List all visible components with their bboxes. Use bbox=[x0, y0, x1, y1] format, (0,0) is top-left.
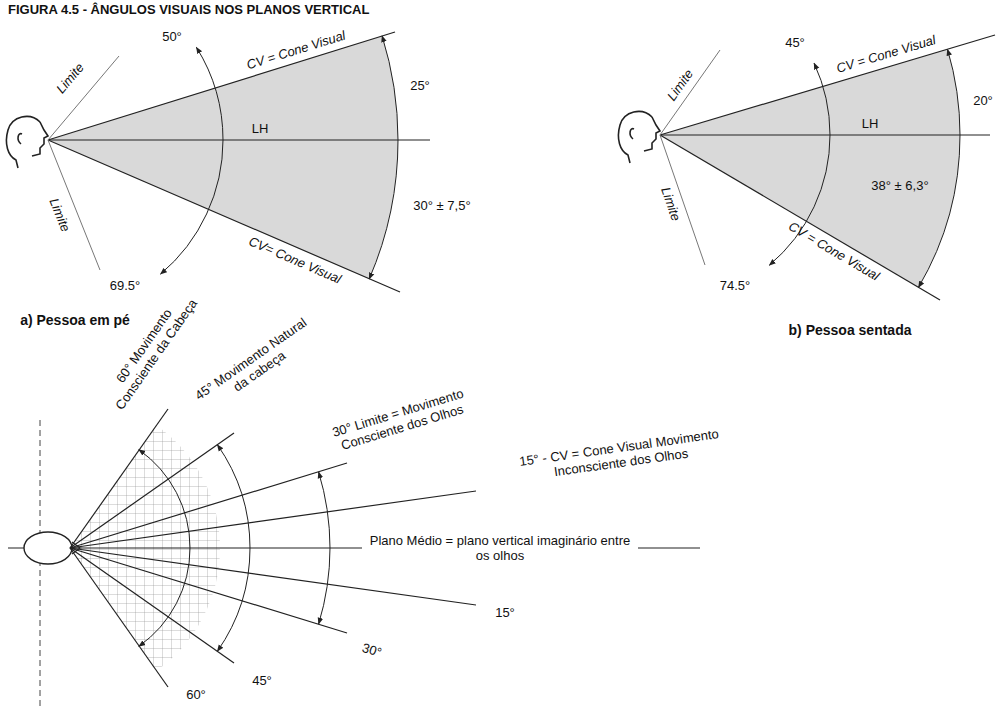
axis-label: LH bbox=[862, 116, 879, 131]
plane-label: Plano Médio = plano vertical imaginário … bbox=[362, 533, 638, 563]
head-profile bbox=[618, 111, 660, 163]
movement-label: 60° Movimento Consciente da Cabeça bbox=[98, 284, 203, 416]
cone-label: CV = Cone Visual bbox=[835, 32, 938, 76]
caption: b) Pessoa sentada bbox=[789, 323, 912, 338]
angle-label: 15° bbox=[495, 605, 515, 620]
movement-label: 15° - CV = Cone Visual Movimento Inconsc… bbox=[499, 423, 741, 486]
caption: a) Pessoa em pé bbox=[20, 313, 130, 328]
cone-label: CV = Cone Visual bbox=[245, 28, 348, 73]
limit-label: Limite bbox=[664, 67, 696, 104]
movement-label: 30° Limite = Movimento Consciente dos Ol… bbox=[314, 381, 485, 459]
angle-label: 20° bbox=[973, 93, 993, 108]
limit-label: Limite bbox=[47, 196, 74, 234]
angle-label: 25° bbox=[410, 78, 430, 93]
axis-label: LH bbox=[252, 121, 269, 136]
movement-label: 45° Movimento Natural da cabeça bbox=[185, 310, 325, 421]
angle-label: 30° ± 7,5° bbox=[413, 198, 470, 213]
angle-label: 30° bbox=[360, 640, 383, 660]
angle-label: 38° ± 6,3° bbox=[871, 178, 928, 193]
limit-label: Limite bbox=[658, 185, 683, 223]
limit-label: Limite bbox=[53, 60, 87, 96]
angle-label: 60° bbox=[186, 687, 206, 702]
head-profile bbox=[6, 116, 48, 168]
angle-label: 45° bbox=[252, 673, 272, 688]
standing-diagram bbox=[6, 32, 430, 292]
angle-label: 69.5° bbox=[110, 278, 141, 293]
angle-label: 50° bbox=[162, 29, 182, 44]
figure-title: FIGURA 4.5 - ÂNGULOS VISUAIS NOS PLANOS … bbox=[8, 2, 369, 17]
head-top-view bbox=[24, 532, 72, 564]
cone-label: CV = Cone Visual bbox=[786, 218, 882, 283]
cone-label: CV= Cone Visual bbox=[247, 233, 344, 286]
angle-label: 74.5° bbox=[720, 278, 751, 293]
angle-label: 45° bbox=[785, 35, 805, 50]
seated-diagram bbox=[618, 35, 995, 300]
